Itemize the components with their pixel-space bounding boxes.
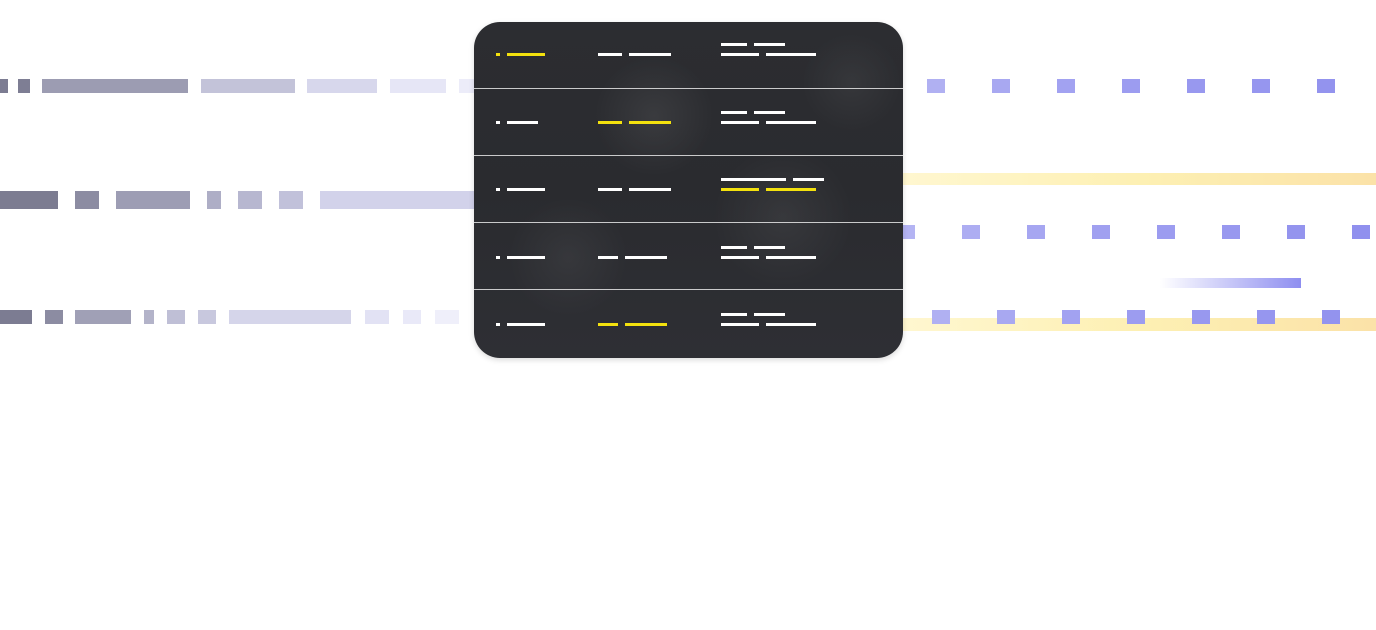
table-cell bbox=[598, 53, 678, 56]
table-cell bbox=[721, 43, 823, 56]
placeholder-line bbox=[721, 323, 823, 326]
table-cell bbox=[598, 121, 678, 124]
right-streak-top-squares bbox=[927, 79, 1335, 93]
placeholder-line bbox=[721, 188, 831, 191]
placeholder-line bbox=[721, 178, 831, 181]
table-cell bbox=[598, 256, 674, 259]
table-row bbox=[474, 223, 903, 290]
placeholder-line bbox=[496, 256, 552, 259]
right-streak-middle-squares bbox=[903, 225, 1370, 239]
data-table-card bbox=[474, 22, 903, 358]
placeholder-line bbox=[598, 188, 678, 191]
right-streak-bottom-squares bbox=[932, 310, 1340, 324]
left-streak-top bbox=[0, 79, 475, 93]
left-streak-middle bbox=[0, 191, 475, 209]
table-cell bbox=[496, 256, 552, 259]
table-cell bbox=[721, 178, 831, 191]
placeholder-line bbox=[721, 256, 823, 259]
table-cell bbox=[496, 121, 545, 124]
placeholder-line bbox=[721, 111, 823, 114]
placeholder-line bbox=[721, 43, 823, 46]
placeholder-line bbox=[598, 121, 678, 124]
table-row bbox=[474, 22, 903, 89]
placeholder-line bbox=[721, 313, 823, 316]
table-cell bbox=[598, 188, 678, 191]
placeholder-line bbox=[598, 256, 674, 259]
placeholder-line bbox=[721, 246, 823, 249]
left-streak-bottom bbox=[0, 310, 459, 324]
table-cell bbox=[496, 53, 552, 56]
table-cell bbox=[721, 313, 823, 326]
table-cell bbox=[721, 246, 823, 259]
table-row bbox=[474, 89, 903, 156]
placeholder-line bbox=[721, 121, 823, 124]
placeholder-line bbox=[721, 53, 823, 56]
right-streak-blue-bar bbox=[1160, 278, 1301, 288]
right-streak-yellow-upper bbox=[903, 173, 1376, 185]
placeholder-line bbox=[496, 121, 545, 124]
table-cell bbox=[496, 323, 552, 326]
placeholder-line bbox=[496, 323, 552, 326]
table-cell bbox=[598, 323, 674, 326]
placeholder-line bbox=[496, 53, 552, 56]
table-row bbox=[474, 156, 903, 223]
table-cell bbox=[496, 188, 552, 191]
placeholder-line bbox=[598, 53, 678, 56]
placeholder-line bbox=[496, 188, 552, 191]
table-cell bbox=[721, 111, 823, 124]
placeholder-line bbox=[598, 323, 674, 326]
table-row bbox=[474, 290, 903, 356]
